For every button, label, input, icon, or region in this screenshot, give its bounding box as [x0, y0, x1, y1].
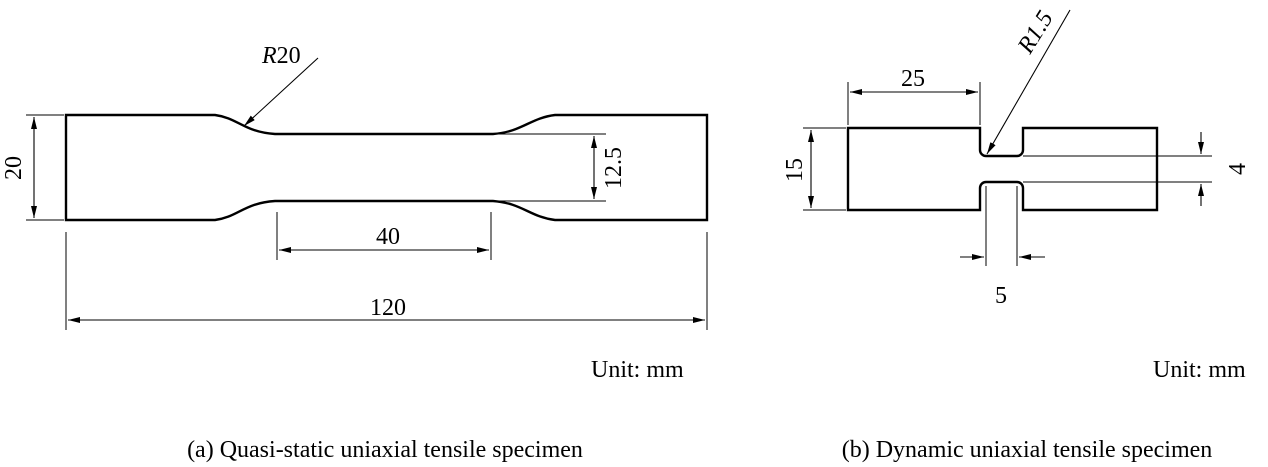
height-label-b: 15 [782, 158, 808, 182]
gauge-length-label-a: 40 [376, 224, 400, 250]
caption-b: (b) Dynamic uniaxial tensile specimen [842, 437, 1213, 463]
total-length-label-a: 120 [370, 295, 406, 321]
caption-a: (a) Quasi-static uniaxial tensile specim… [187, 437, 583, 463]
unit-label-b: Unit: mm [1153, 357, 1246, 383]
gauge-length-dimension-a [276, 212, 492, 260]
radius-label-a: R20 [261, 43, 301, 69]
dogbone-outline-a [64, 113, 709, 222]
height-dimension-a [26, 114, 64, 221]
neck-width-dimension-a [493, 133, 606, 202]
gauge-length-label-b: 5 [995, 283, 1007, 309]
dynamic-specimen-drawing: 25 15 4 5 R1.5 Unit: mm (b) Dynamic uni [782, 7, 1251, 463]
height-dimension-b [803, 127, 846, 211]
neck-width-label-a: 12.5 [601, 147, 627, 189]
gauge-length-dimension-b [960, 186, 1045, 266]
neck-width-label-b: 4 [1225, 163, 1251, 175]
grip-length-label-b: 25 [901, 66, 925, 92]
notched-outline-b [846, 126, 1159, 212]
total-length-dimension-a [65, 232, 708, 330]
grip-length-dimension-b [847, 82, 981, 125]
height-label-a: 20 [1, 156, 27, 180]
quasi-static-specimen-drawing: 20 12.5 40 120 R20 Unit: mm (a) Quasi-st… [1, 43, 709, 463]
radius-leader-a [243, 57, 319, 127]
radius-label-b: R1.5 [1013, 7, 1059, 60]
radius-leader-b [986, 9, 1071, 155]
unit-label-a: Unit: mm [591, 357, 684, 383]
neck-width-dimension-b [1023, 132, 1212, 206]
